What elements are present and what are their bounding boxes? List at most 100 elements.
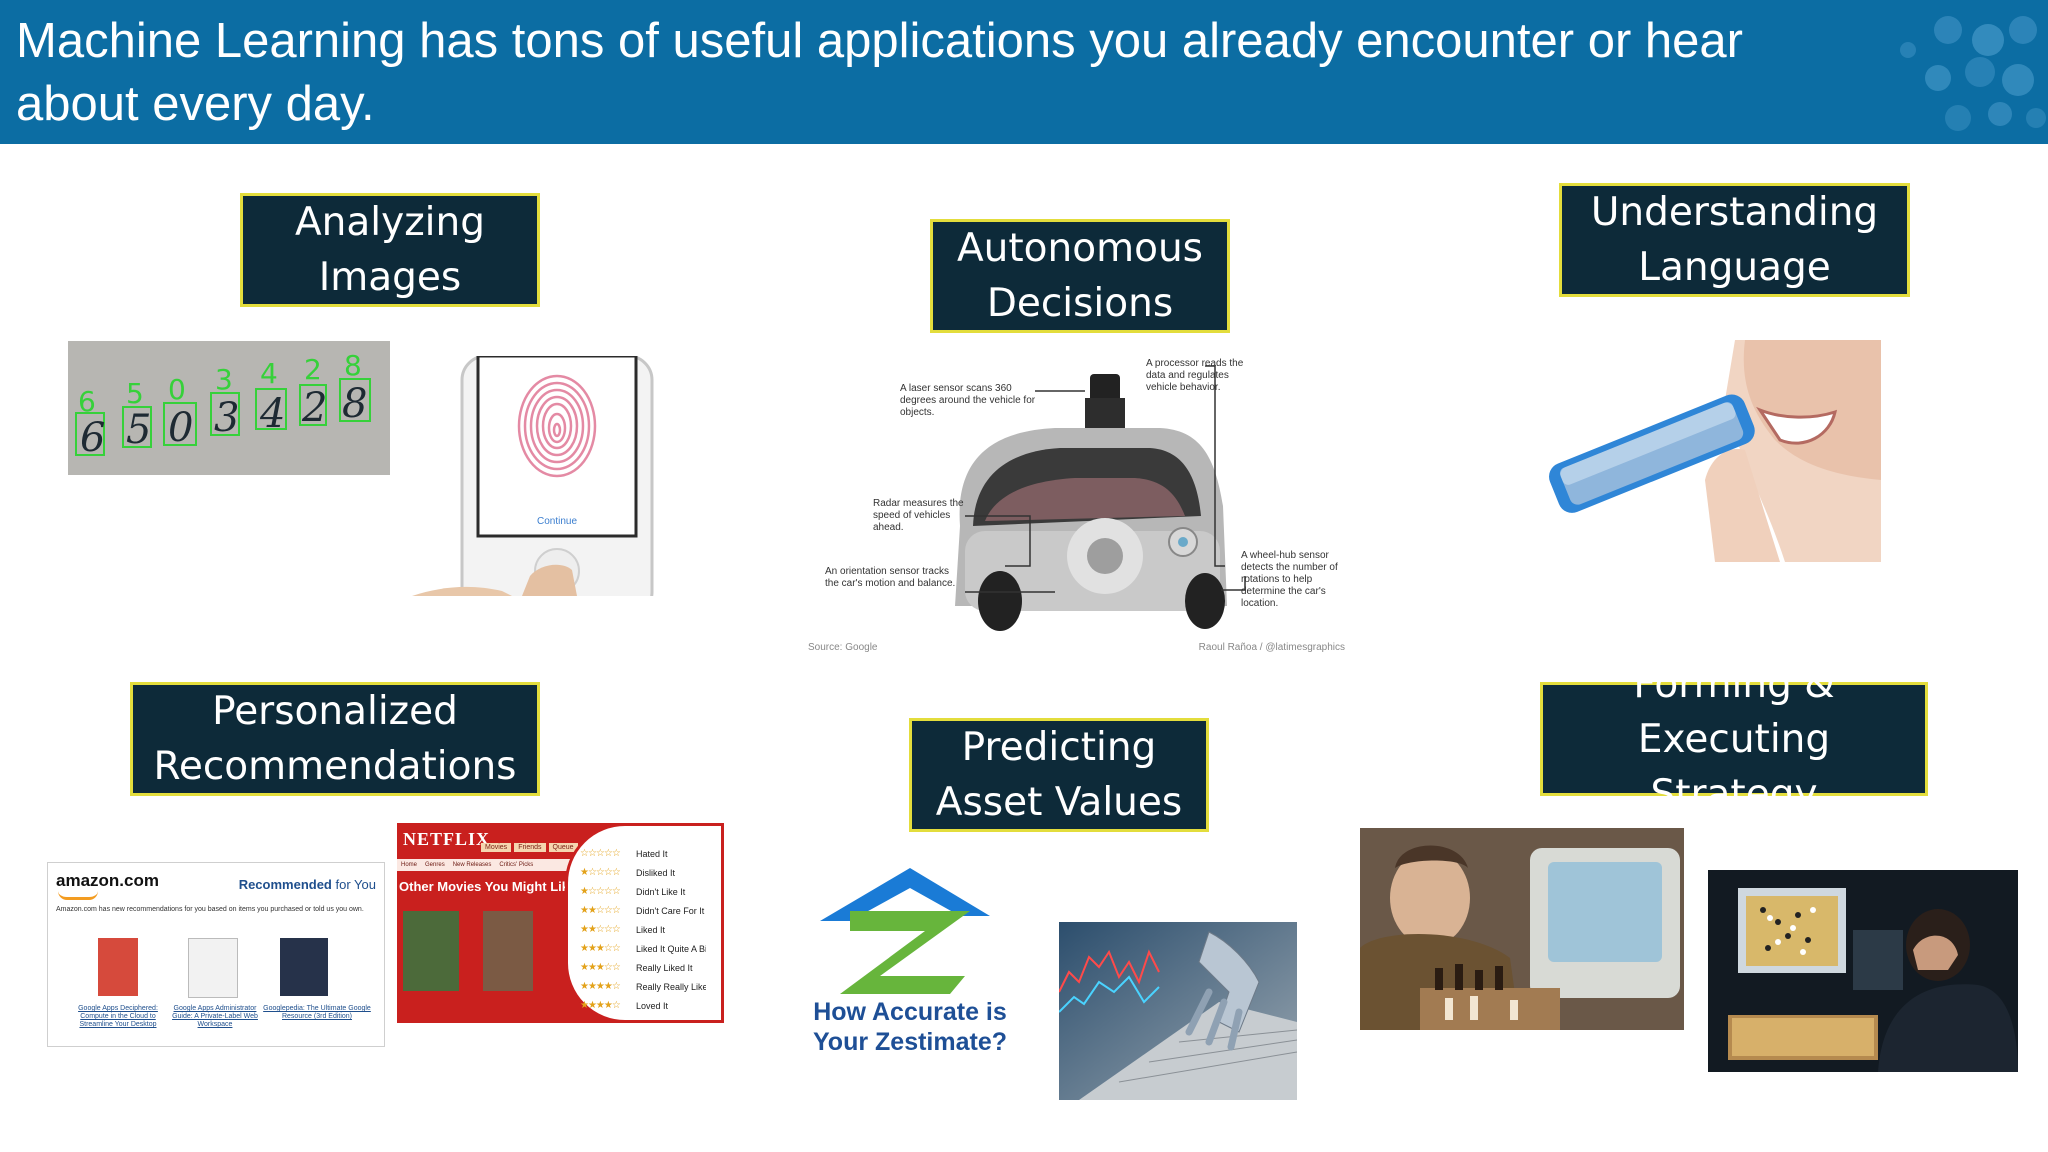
amazon-smile-icon	[58, 891, 98, 900]
star-rating-icon: ★★☆☆☆	[580, 924, 621, 935]
rating-label: Liked It Quite A Bit	[636, 943, 706, 954]
zillow-zestimate-image: How Accurate is Your Zestimate?	[810, 866, 1010, 1062]
rating-row[interactable]: ★★★☆☆ Really Liked It	[580, 958, 720, 977]
car-note-wheel: A wheel-hub sensor detects the number of…	[1241, 550, 1338, 609]
star-rating-icon: ★★★★☆	[580, 981, 621, 992]
star-rating-icon: ★★★☆☆	[580, 943, 621, 954]
netflix-ratings-screenshot: NETFLIX Movies Friends Queue Home Genres…	[397, 823, 724, 1023]
netflix-heading: Other Movies You Might Like	[399, 879, 577, 894]
netflix-subnav[interactable]: Genres	[425, 862, 445, 868]
chess-deep-blue-image	[1360, 828, 1684, 1030]
zillow-house-icon	[820, 868, 990, 921]
car-note-radar: Radar measures the speed of vehicles ahe…	[873, 498, 964, 533]
label-forming-strategy: Forming & Executing Strategy	[1540, 662, 1928, 817]
label-line: Predicting	[961, 725, 1157, 770]
digit-handwritten: 4	[259, 391, 285, 437]
star-rating-icon: ★★★☆☆	[580, 962, 621, 973]
digit-label: 4	[260, 357, 278, 390]
book-cover	[188, 938, 238, 998]
slide-header: Machine Learning has tons of useful appl…	[0, 0, 2048, 144]
rating-row[interactable]: ★★★☆☆ Liked It Quite A Bit	[580, 939, 720, 958]
label-line: Forming &	[1633, 661, 1835, 707]
digit-label: 0	[168, 373, 186, 406]
netflix-subnav[interactable]: Critics' Picks	[499, 862, 534, 868]
zillow-line1: How Accurate is	[813, 998, 1007, 1026]
car-note-laser: A laser sensor scans 360 degrees around …	[900, 383, 1036, 418]
car-note-processor: A processor reads the data and regulates…	[1146, 358, 1244, 393]
movie-poster	[483, 911, 533, 991]
book-cover	[98, 938, 138, 996]
car-source: Source: Google	[808, 642, 878, 653]
voice-assistant-image	[1535, 340, 1881, 562]
label-line: Personalized	[212, 689, 458, 734]
rating-label: Liked It	[636, 924, 666, 935]
label-line: Autonomous	[956, 226, 1204, 271]
digit-handwritten: 5	[126, 407, 151, 453]
digit-handwritten: 8	[342, 381, 367, 427]
book-cover	[280, 938, 328, 996]
star-rating-icon: ★★☆☆☆	[580, 905, 621, 916]
amazon-book-link[interactable]: Google Apps Deciphered: Compute in the C…	[78, 1005, 158, 1028]
slide-title: Machine Learning has tons of useful appl…	[16, 14, 1743, 131]
amazon-for-you: for You	[331, 877, 377, 892]
label-line: Analyzing	[295, 200, 485, 245]
label-line: Decisions	[986, 281, 1174, 326]
rating-label: Really Really Liked It	[636, 981, 706, 992]
star-rating-icon: ★★★★☆	[580, 1000, 621, 1011]
digit-handwritten: 0	[168, 405, 193, 451]
rating-row[interactable]: ★★★★☆ Loved It	[580, 996, 720, 1015]
rating-label: Really Liked It	[636, 962, 693, 973]
digit-label: 2	[304, 353, 322, 386]
go-alphago-match-image	[1708, 870, 2018, 1072]
rating-label: Didn't Like It	[636, 886, 686, 897]
phone-continue-label: Continue	[537, 516, 577, 527]
digit-label: 8	[344, 349, 362, 382]
digit-label: 5	[126, 377, 144, 410]
decorative-dots	[1900, 16, 2046, 131]
amazon-recommended: Recommended	[238, 877, 332, 892]
star-rating-icon: ★☆☆☆☆	[580, 867, 621, 878]
netflix-tab[interactable]: Movies	[481, 843, 512, 852]
star-rating-icon: ☆☆☆☆☆	[580, 848, 621, 859]
label-line: Executing Strategy	[1637, 716, 1831, 817]
rating-menu: ☆☆☆☆☆ Hated It ★☆☆☆☆ Disliked It ★☆☆☆☆ Didn't…	[565, 823, 724, 1023]
handwritten-digits-image: 6 5 0 3 4 2 8 6 5 0 3 4 2 8	[68, 341, 390, 475]
netflix-logo: NETFLIX	[403, 829, 491, 849]
digit-label: 3	[215, 363, 233, 396]
netflix-tab[interactable]: Friends	[514, 843, 546, 852]
digit-handwritten: 3	[214, 395, 239, 441]
amazon-blurb: Amazon.com has new recommendations for y…	[56, 906, 364, 913]
digit-handwritten: 6	[80, 415, 105, 461]
amazon-book-link[interactable]: Googlepedia: The Ultimate Google Resourc…	[263, 1005, 371, 1020]
netflix-tab[interactable]: Queue	[548, 843, 578, 852]
amazon-book-link[interactable]: Google Apps Administrator Guide: A Priva…	[172, 1005, 258, 1028]
car-credit: Raoul Rañoa / @latimesgraphics	[1199, 642, 1345, 653]
rating-label: Hated It	[636, 848, 668, 859]
star-rating-icon: ★☆☆☆☆	[580, 886, 621, 897]
label-line: Language	[1638, 245, 1831, 290]
label-line: Asset Values	[935, 780, 1183, 825]
zillow-line2: Your Zestimate?	[812, 1028, 1008, 1056]
rating-label: Didn't Care For It	[636, 905, 705, 916]
netflix-subnav[interactable]: New Releases	[452, 862, 492, 868]
digit-handwritten: 2	[301, 385, 327, 431]
amazon-logo: amazon.com	[56, 871, 159, 890]
rating-label: Loved It	[636, 1000, 669, 1011]
digit-label: 6	[78, 385, 96, 418]
self-driving-car-diagram: A laser sensor scans 360 degrees around …	[805, 356, 1350, 656]
rating-row[interactable]: ☆☆☆☆☆ Hated It	[580, 844, 720, 863]
rating-row[interactable]: ★★☆☆☆ Didn't Care For It	[580, 901, 720, 920]
rating-row[interactable]: ★☆☆☆☆ Disliked It	[580, 863, 720, 882]
movie-poster	[403, 911, 459, 991]
rating-row[interactable]: ★☆☆☆☆ Didn't Like It	[580, 882, 720, 901]
rating-row[interactable]: ★★☆☆☆ Liked It	[580, 920, 720, 939]
netflix-subnav[interactable]: Home	[401, 862, 418, 868]
rating-row[interactable]: ★★★★☆ Really Really Liked It	[580, 977, 720, 996]
rating-label: Disliked It	[636, 867, 676, 878]
label-line: Recommendations	[153, 744, 517, 789]
